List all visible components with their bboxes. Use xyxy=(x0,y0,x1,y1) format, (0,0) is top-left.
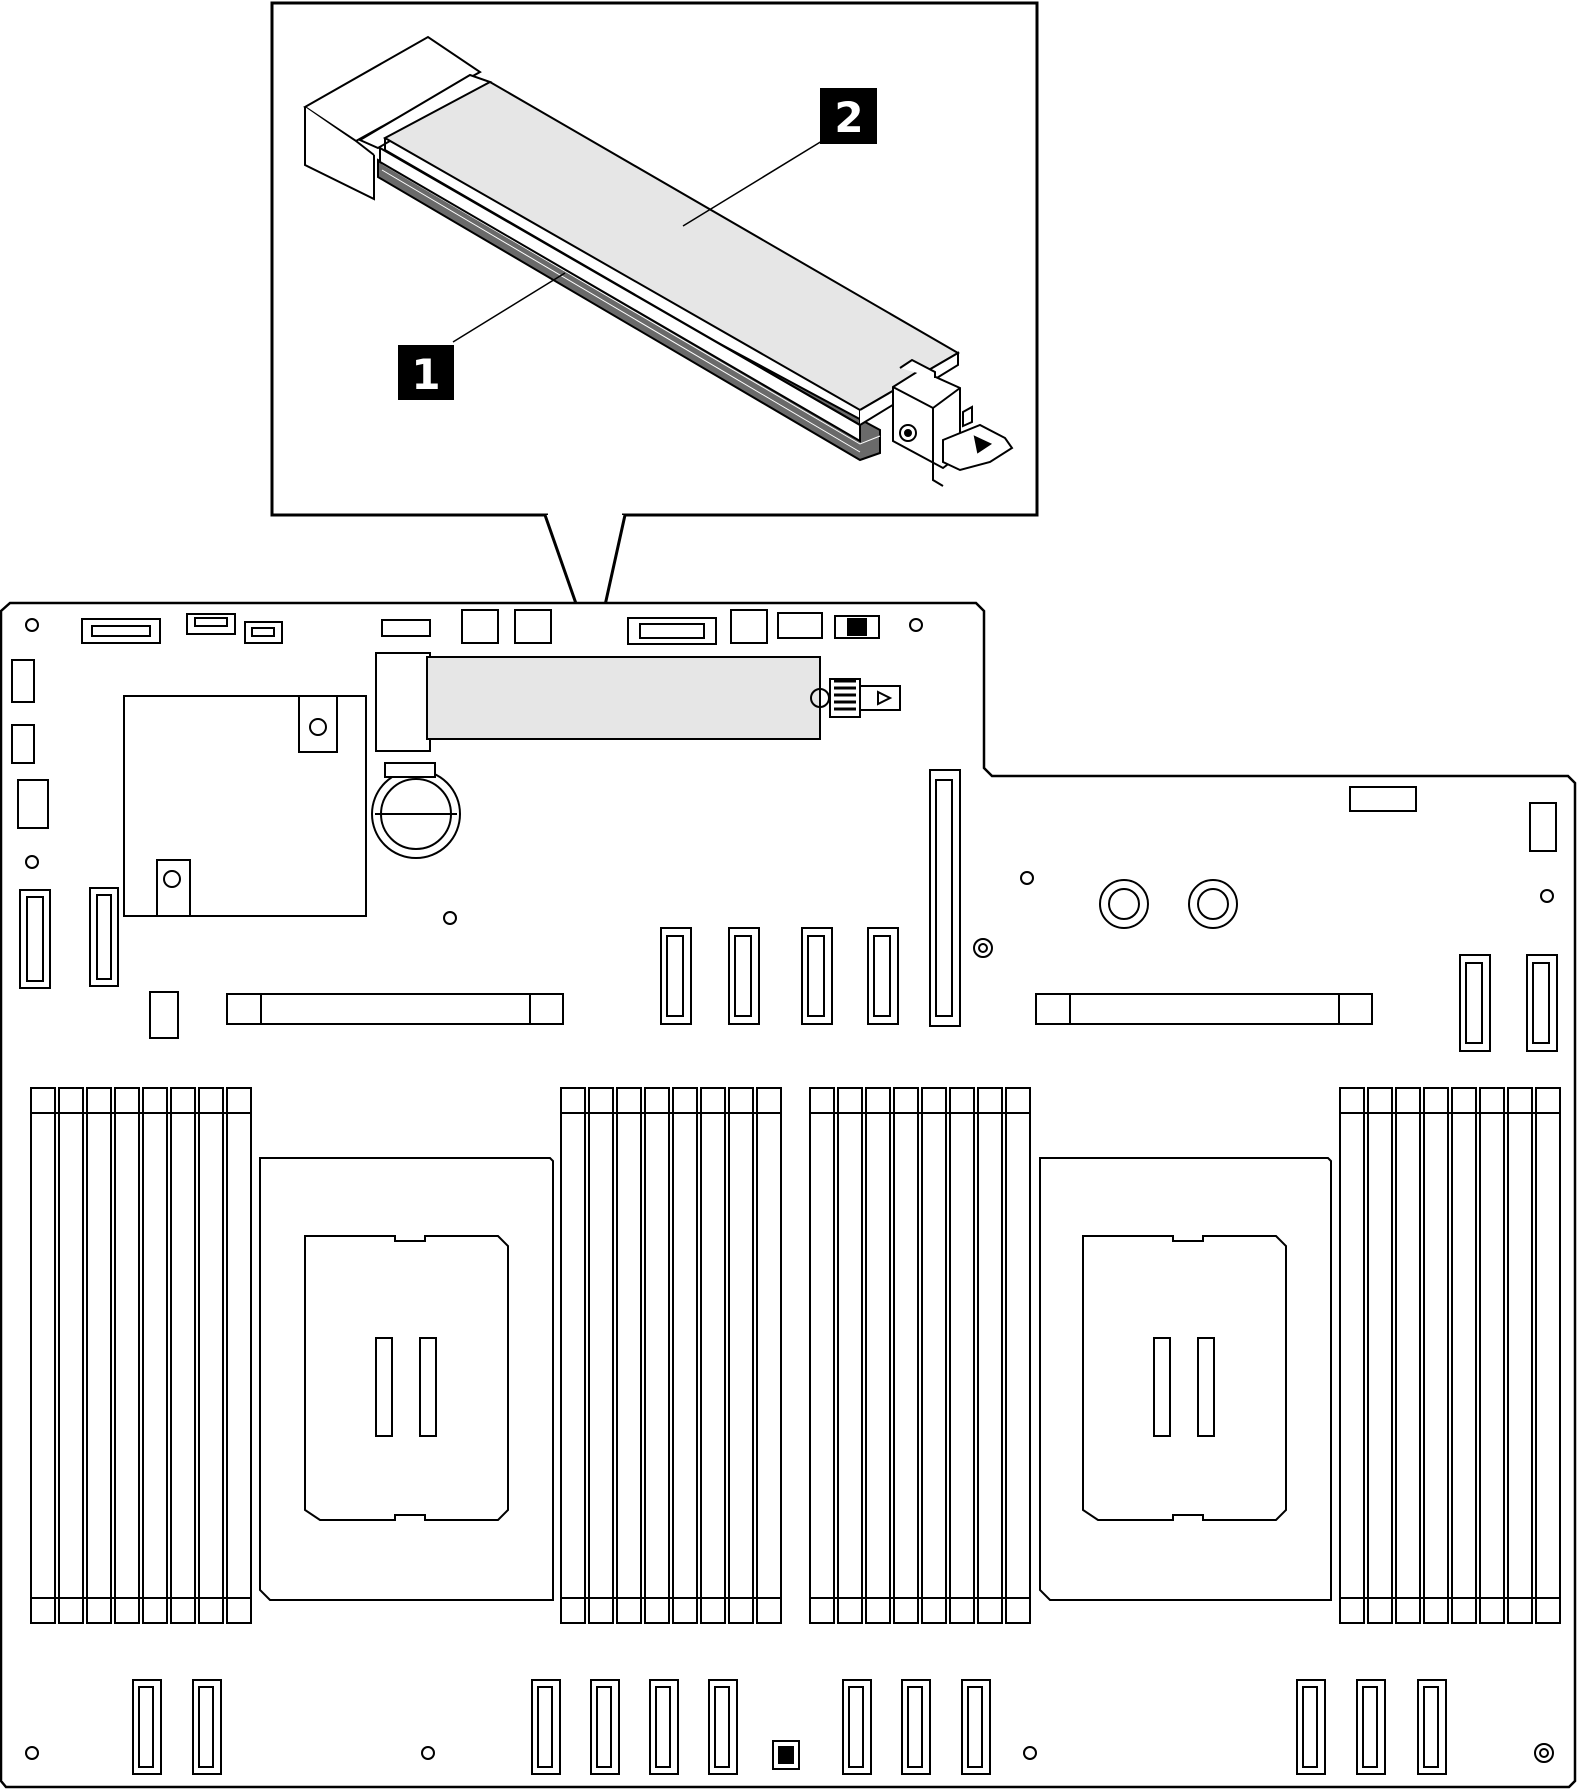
m2-slot-on-board xyxy=(371,652,901,859)
zoom-callout xyxy=(270,1,1039,661)
m2-latch-on-board xyxy=(810,678,901,718)
m2-retainer-latch-zoomed xyxy=(892,358,1014,487)
cpu-socket-2 xyxy=(1039,1157,1332,1601)
dimm-bank-4 xyxy=(1339,1087,1561,1624)
cmos-battery xyxy=(371,762,461,859)
bottom-slot-row xyxy=(132,1679,1447,1775)
m2-connector-zoomed xyxy=(303,35,493,201)
leader-line-2 xyxy=(682,140,823,227)
dimm-bank-2 xyxy=(560,1087,782,1624)
mounting-holes xyxy=(25,618,1554,1763)
right-top-connectors xyxy=(1349,786,1557,852)
left-edge-connectors xyxy=(11,659,179,1039)
system-board xyxy=(0,601,1577,1789)
top-edge-connectors xyxy=(81,609,880,645)
callout-label-2: 2 xyxy=(834,93,863,142)
upper-slot-row xyxy=(226,927,1558,1052)
leader-line-1 xyxy=(452,272,566,343)
callout-label-1: 1 xyxy=(411,350,440,399)
dimm-bank-1 xyxy=(30,1087,252,1624)
dimm-bank-3 xyxy=(809,1087,1031,1624)
cpu-socket-1 xyxy=(259,1157,554,1601)
callout-badge-2: 2 xyxy=(820,88,877,144)
pcie-riser-slot xyxy=(929,769,961,1027)
left-module-area xyxy=(123,695,367,917)
dimm-slots xyxy=(30,1087,1561,1624)
callout-badge-1: 1 xyxy=(398,345,454,400)
